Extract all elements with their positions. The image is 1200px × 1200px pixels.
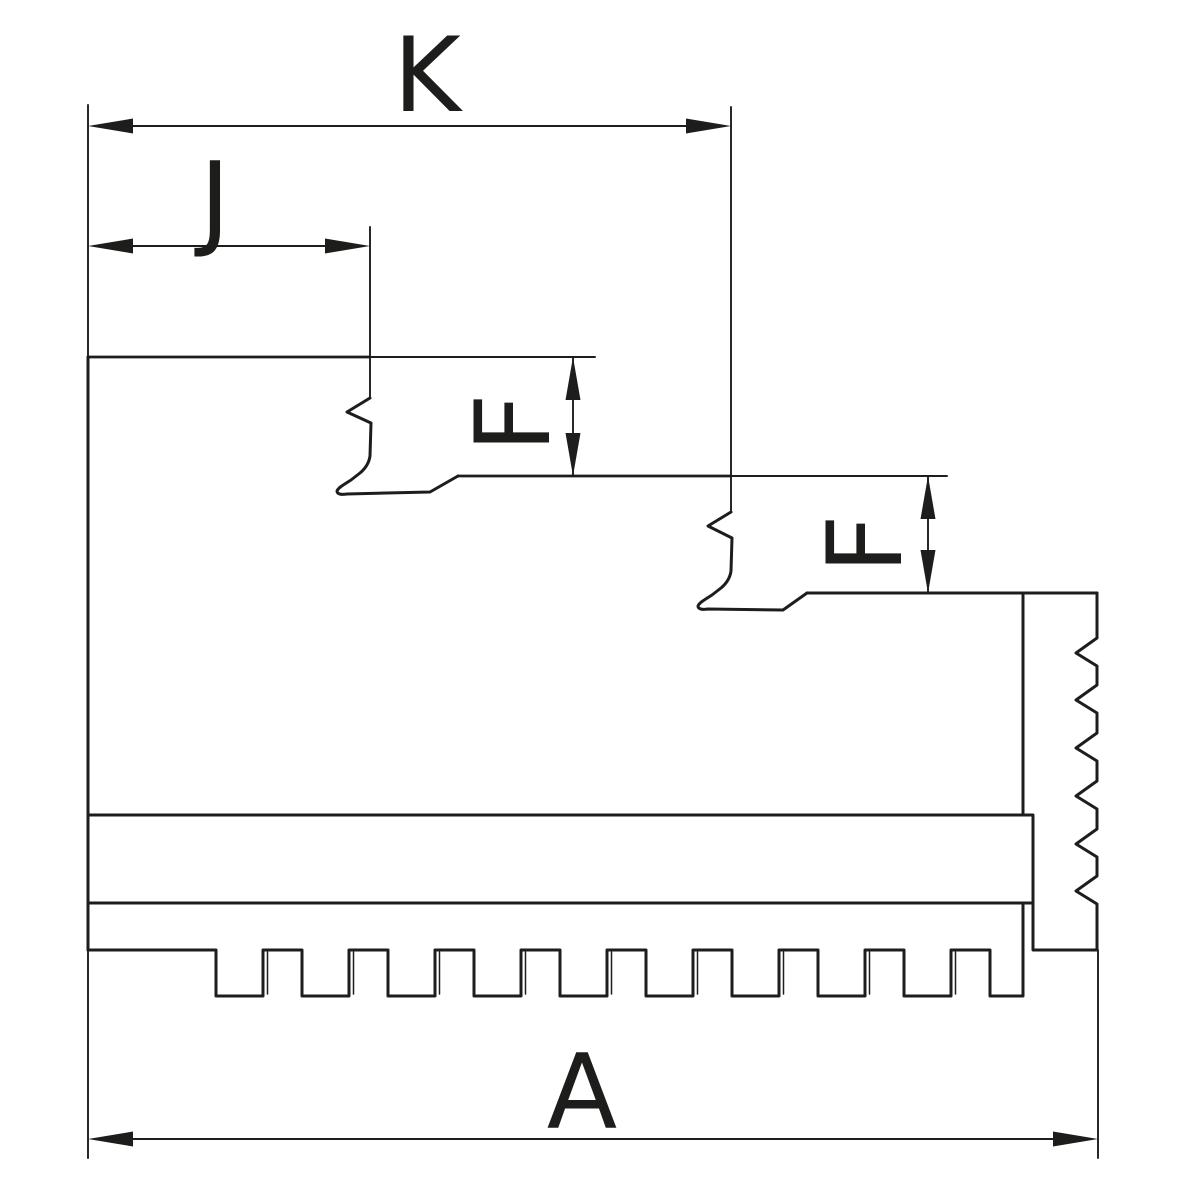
- bottom-serrations: [86, 901, 1025, 998]
- f-upper-arrowhead-bottom: [565, 433, 581, 476]
- j-arrowhead-left: [88, 238, 133, 254]
- dimension-f-lower-label: F: [806, 514, 926, 573]
- k-arrowhead-right: [686, 118, 731, 134]
- f-lower-arrowhead-top: [920, 476, 936, 519]
- dimension-f-upper-label: F: [454, 393, 574, 452]
- jaw-body-outline: [86, 355, 1099, 998]
- dimension-a: A: [87, 949, 1099, 1159]
- step-1-break-and-nose: [335, 396, 460, 496]
- guide-flange: [86, 813, 1035, 905]
- a-arrowhead-right: [1053, 1131, 1098, 1147]
- side-serrations: [1031, 591, 1099, 952]
- dimension-f-upper: F: [369, 356, 596, 477]
- dimension-f-lower: F: [730, 475, 948, 594]
- step-2-break-and-nose: [696, 510, 809, 612]
- dimension-k-label: K: [393, 16, 463, 136]
- dimension-a-label: A: [547, 1033, 617, 1153]
- f-upper-arrowhead-top: [565, 357, 581, 400]
- a-arrowhead-left: [88, 1131, 133, 1147]
- f-lower-arrowhead-bottom: [920, 550, 936, 593]
- dimension-j-label: J: [194, 141, 230, 261]
- dimension-k: K: [87, 16, 732, 513]
- j-arrowhead-right: [325, 238, 370, 254]
- dimension-j: J: [88, 141, 371, 399]
- k-arrowhead-left: [88, 118, 133, 134]
- serration-tooth-detail-lines: [266, 951, 957, 995]
